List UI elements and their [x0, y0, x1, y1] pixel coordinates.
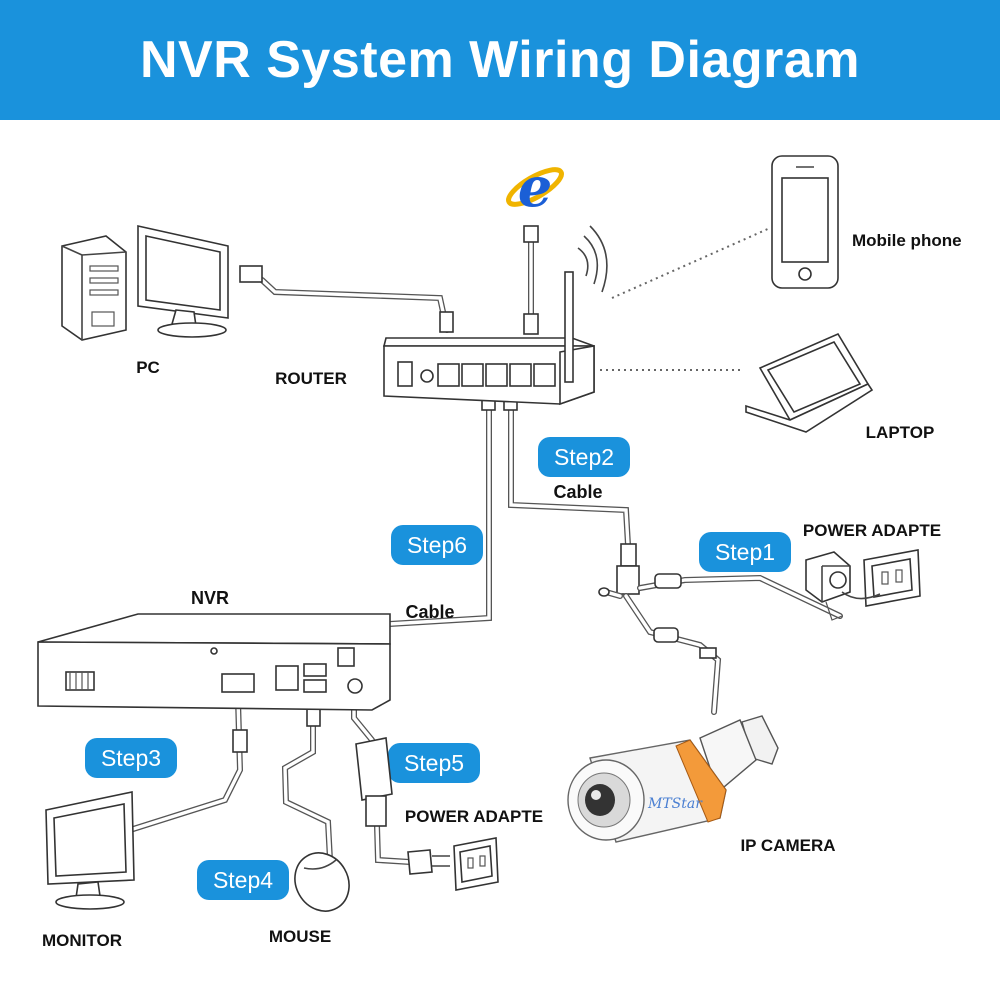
power-adapter-label-top: POWER ADAPTE	[803, 521, 941, 540]
cable-label-step2: Cable	[553, 482, 602, 502]
power-adapter-icon	[805, 551, 851, 621]
step5-badge: Step5	[388, 743, 480, 783]
mobile-phone-icon	[771, 155, 839, 289]
monitor-label: MONITOR	[42, 931, 122, 950]
svg-text:Step5: Step5	[404, 750, 464, 776]
laptop-icon	[745, 332, 874, 433]
internet-explorer-icon: e	[506, 155, 564, 219]
pc-router-cable	[259, 277, 454, 333]
power-adapter-label-bottom: POWER ADAPTE	[405, 807, 543, 826]
pc-label: PC	[136, 358, 160, 377]
step4-badge: Step4	[197, 860, 289, 900]
wireless-link-phone	[611, 227, 771, 299]
nvr-mouse-cable	[281, 689, 333, 863]
mouse-icon	[294, 852, 350, 912]
nvr-label: NVR	[191, 588, 229, 608]
svg-text:Step1: Step1	[715, 539, 775, 565]
mobile-phone-label: Mobile phone	[852, 231, 962, 250]
camera-pigtail	[598, 543, 843, 715]
pc-tower-icon	[61, 235, 127, 341]
internet-cable	[523, 225, 539, 335]
step2-badge: Step2	[538, 437, 630, 477]
router-icon	[382, 271, 595, 406]
wifi-waves-icon	[577, 225, 608, 293]
laptop-label: LAPTOP	[866, 423, 935, 442]
title-banner: NVR System Wiring Diagram	[0, 0, 1000, 120]
step6-badge: Step6	[391, 525, 483, 565]
svg-text:e: e	[518, 155, 552, 219]
nvr-icon	[37, 613, 391, 711]
router-label: ROUTER	[275, 369, 347, 388]
wiring-diagram: e PC ROUTER	[37, 155, 962, 950]
monitor-icon	[45, 791, 135, 910]
nvr-power-adapter-icon	[355, 737, 393, 827]
ip-camera-label: IP CAMERA	[740, 836, 835, 855]
pc-monitor-icon	[137, 225, 263, 338]
step3-badge: Step3	[85, 738, 177, 778]
page-title: NVR System Wiring Diagram	[140, 31, 860, 89]
wall-outlet-icon	[841, 549, 921, 607]
camera-brand-text: MTStar	[647, 796, 703, 812]
svg-text:Step2: Step2	[554, 444, 614, 470]
ip-camera-icon: MTStar	[567, 715, 779, 843]
svg-text:Step6: Step6	[407, 532, 467, 558]
cable-label-step6: Cable	[405, 602, 454, 622]
mouse-label: MOUSE	[269, 927, 331, 946]
svg-text:Step3: Step3	[101, 745, 161, 771]
nvr-wall-outlet-icon	[407, 837, 499, 891]
step1-badge: Step1	[699, 532, 791, 572]
svg-text:Step4: Step4	[213, 867, 273, 893]
